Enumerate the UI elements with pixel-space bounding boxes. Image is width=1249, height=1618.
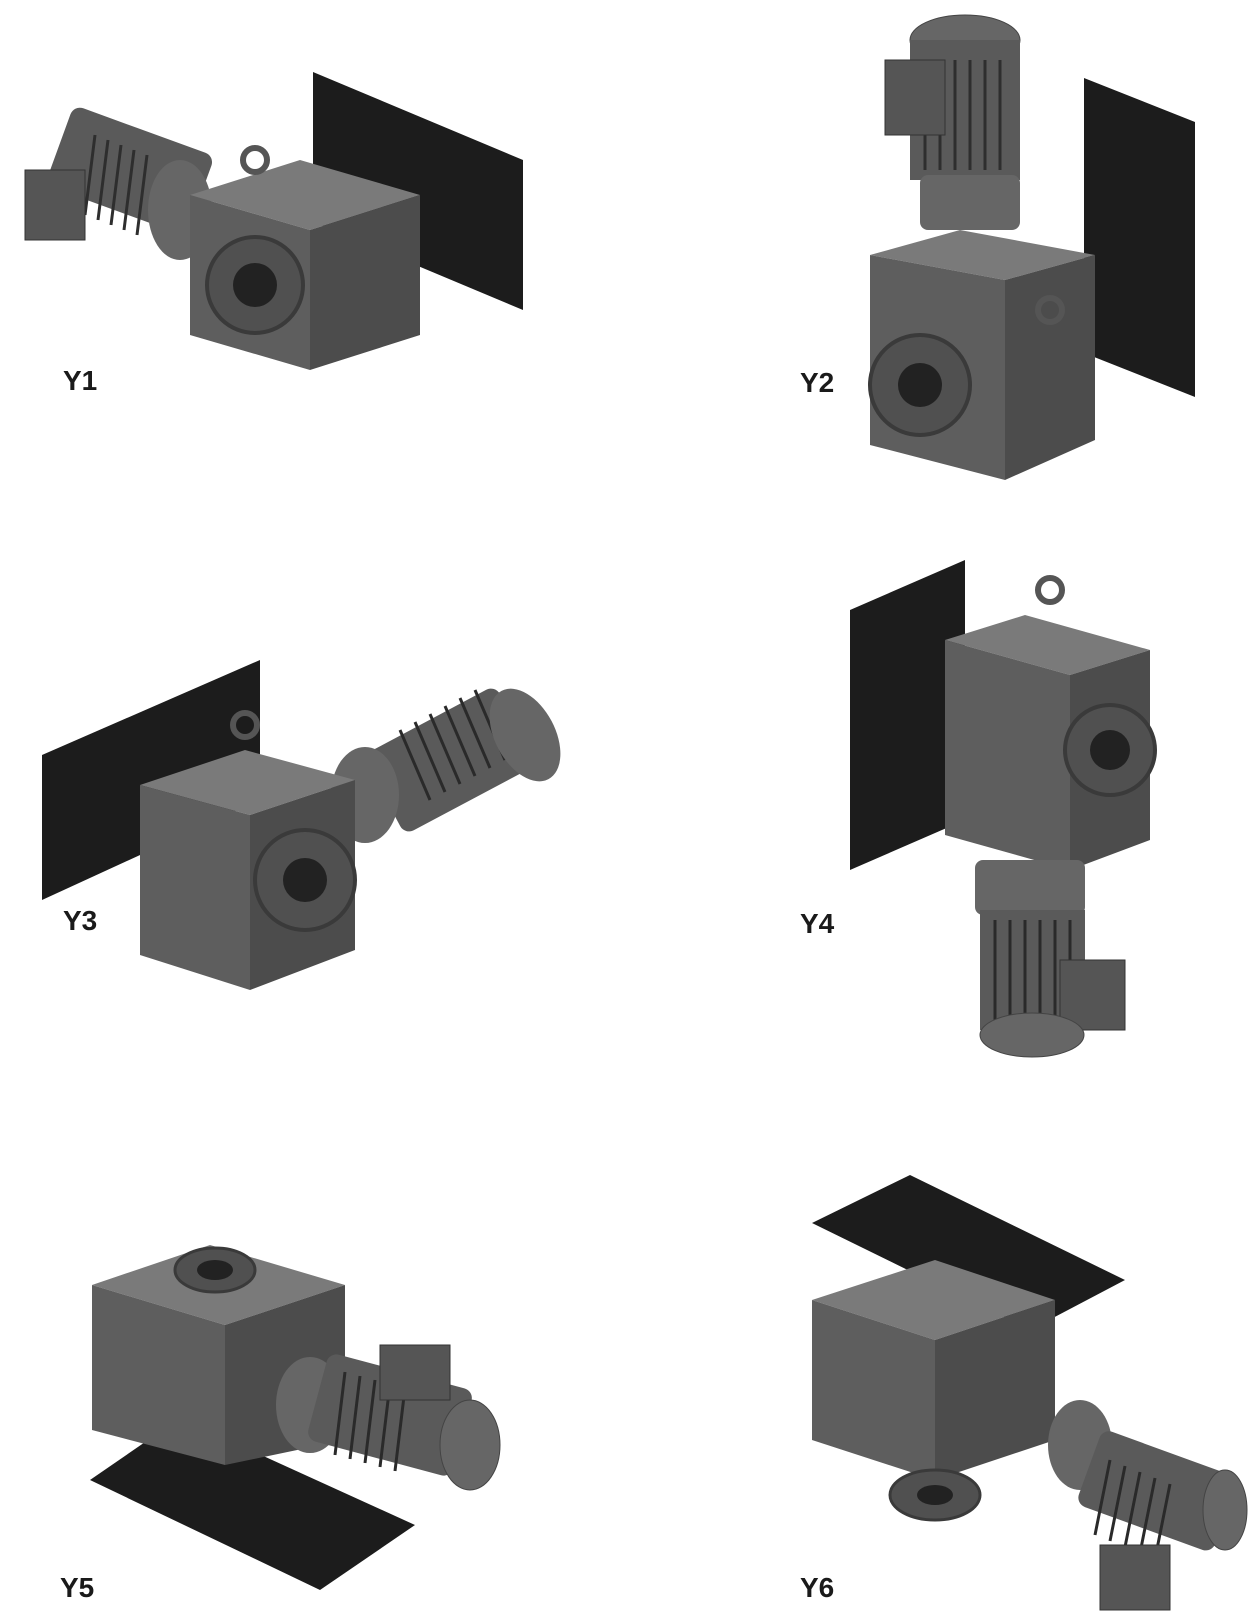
fan-cover <box>979 1012 1085 1058</box>
mounting-plate <box>313 72 523 310</box>
motor-body <box>1078 1431 1237 1551</box>
terminal-box <box>1099 1544 1171 1611</box>
gearbox-side <box>935 1300 1055 1480</box>
motor-flange <box>920 175 1020 230</box>
gearbox-top <box>945 615 1150 675</box>
fan-cover <box>439 1399 501 1491</box>
mounting-plate <box>90 1418 415 1590</box>
lifting-eye <box>1035 575 1065 605</box>
gearbox-side <box>310 195 420 370</box>
position-label: Y3 <box>63 905 98 936</box>
gearbox-top <box>190 160 420 230</box>
lifting-eye <box>240 145 270 175</box>
gearbox-top <box>870 230 1095 280</box>
terminal-box <box>1059 959 1126 1031</box>
terminal-box <box>379 1344 451 1401</box>
gearbox-top <box>812 1260 1055 1340</box>
mounting-plate <box>42 660 260 900</box>
gearbox-front <box>92 1285 225 1465</box>
gearbox-front <box>945 640 1070 870</box>
position-label: Y2 <box>800 367 835 398</box>
mounting-plate <box>812 1175 1125 1330</box>
position-label: Y4 <box>800 908 835 939</box>
gearbox-front <box>140 785 250 990</box>
position-label: Y1 <box>63 365 98 396</box>
fan-cover <box>489 688 561 782</box>
gearbox-front <box>812 1300 935 1480</box>
mounting-plate <box>1084 78 1195 397</box>
lifting-eye <box>230 710 260 740</box>
lifting-eye <box>1035 295 1065 325</box>
mounting-plate <box>850 560 965 870</box>
terminal-box <box>884 59 946 136</box>
gearbox-top <box>140 750 355 815</box>
position-label: Y6 <box>800 1572 835 1603</box>
motor-flange <box>975 860 1085 915</box>
fan-cover <box>1202 1469 1248 1551</box>
position-label: Y5 <box>60 1572 95 1603</box>
terminal-box <box>24 169 86 241</box>
gearbox-side <box>1005 255 1095 480</box>
